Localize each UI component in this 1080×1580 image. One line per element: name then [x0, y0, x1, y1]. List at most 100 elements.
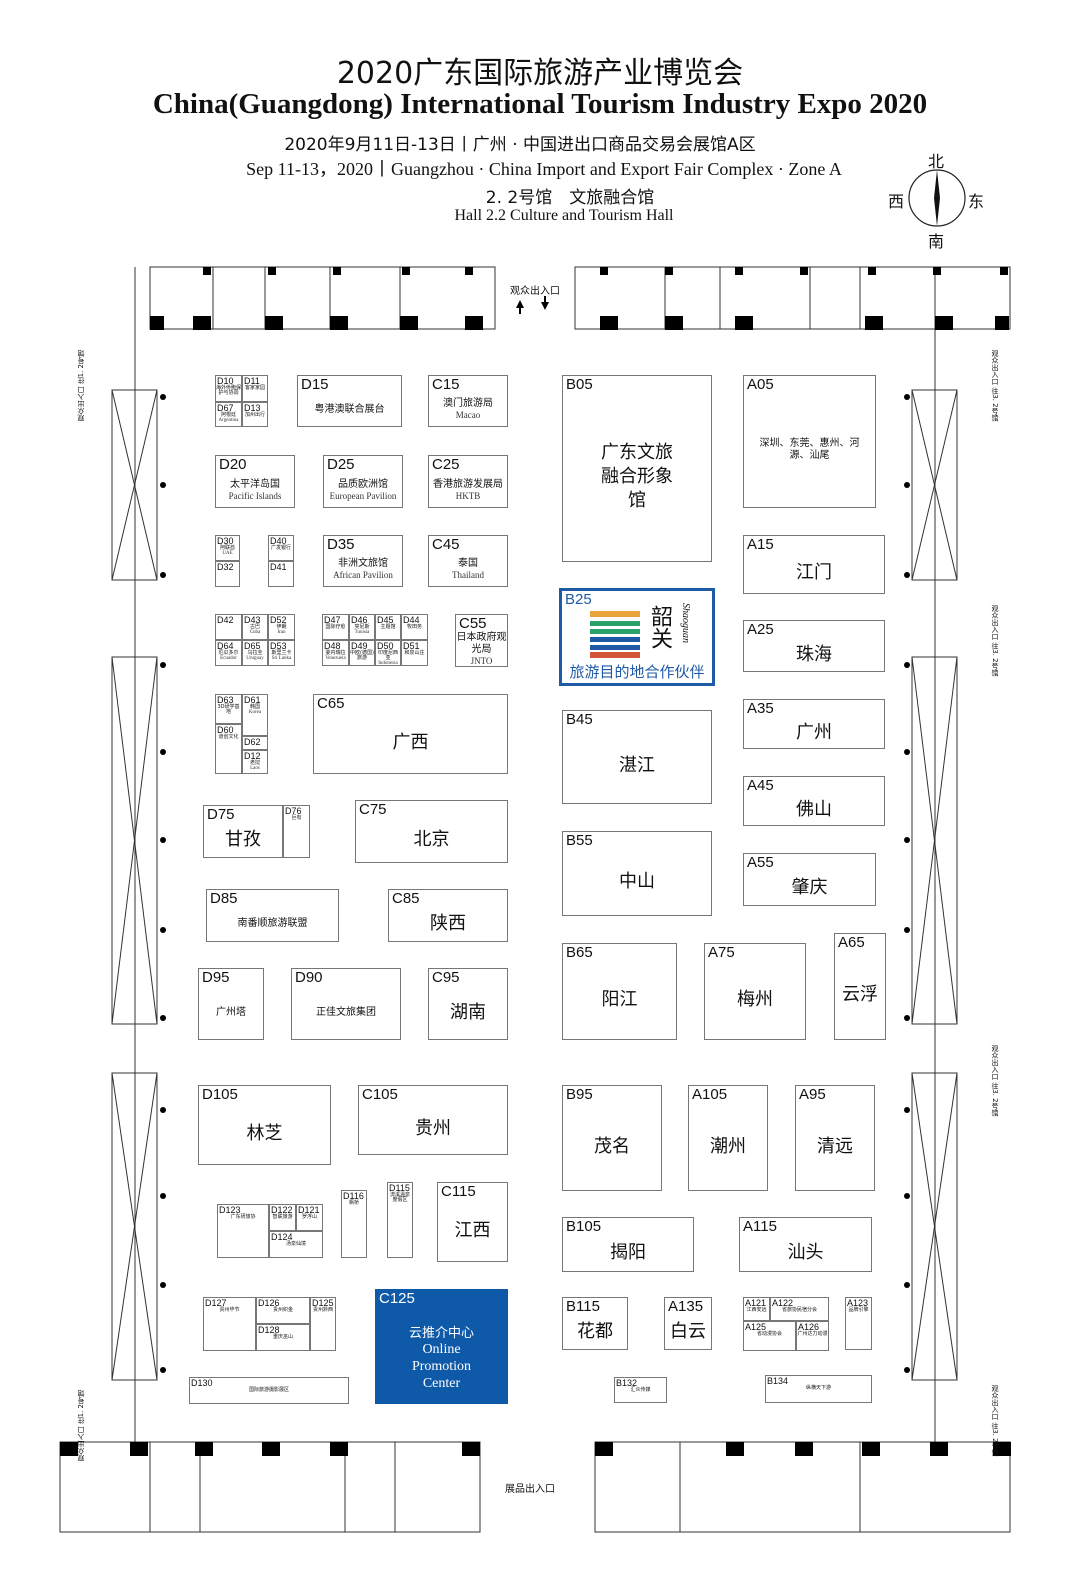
booth-name: 云推介中心 [408, 1326, 474, 1341]
booth-d41[interactable]: D41 [268, 561, 294, 587]
logo-slogan: 旅游目的地合作伙伴 [569, 663, 705, 681]
booth-name: 乌拉圭 [247, 650, 263, 656]
booth-label-group: 纵横天下游 [766, 1386, 871, 1402]
booth-d42[interactable]: D42 [215, 614, 242, 640]
booth-name: 中欧(德国)旅游 [350, 650, 374, 661]
booth-b25-shaoguan[interactable]: B25 韶关 Shaoguan 旅游目的地合作伙伴 [559, 588, 715, 686]
booth-d62[interactable]: D62 [242, 736, 268, 750]
booth-code: D61 [244, 695, 261, 705]
booth-code: B95 [566, 1086, 593, 1103]
booth-code: D115 [389, 1183, 410, 1193]
compass-north: 北 [928, 152, 945, 171]
booth-code: A122 [772, 1298, 794, 1308]
booth-name: 国际疗愈 [325, 624, 346, 630]
booth-d32[interactable]: D32 [215, 561, 240, 587]
booth-name: 贵州织金 [272, 1307, 293, 1313]
booth-label-group: 牧田务 [402, 625, 427, 639]
booth-label-group: 江西安远 [744, 1308, 769, 1320]
